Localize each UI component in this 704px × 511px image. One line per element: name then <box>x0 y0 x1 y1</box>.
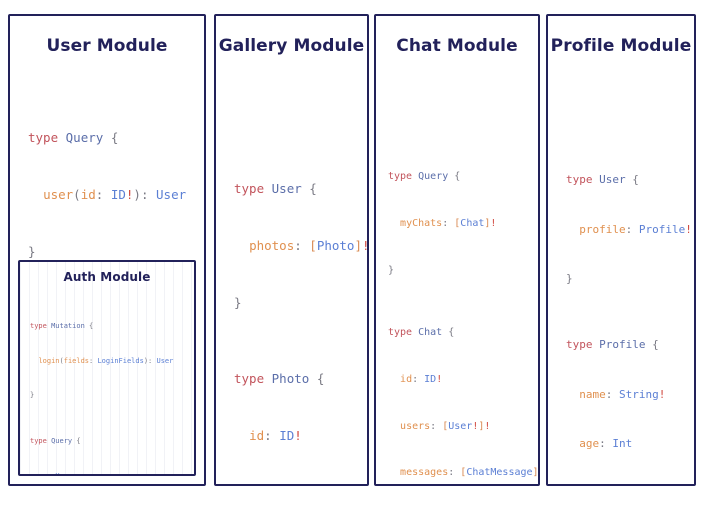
panel-chat-module-body: Chat Module type Query { myChats: [Chat]… <box>376 16 538 484</box>
code-block-chat-module: type Query { myChats: [Chat]! } type Cha… <box>388 171 539 479</box>
panel-user-module[interactable]: User Module type Query { user(id: ID!): … <box>8 14 206 486</box>
panel-profile-module[interactable]: Profile Module type User { profile: Prof… <box>546 14 696 486</box>
panel-title-profile-module: Profile Module <box>550 36 692 56</box>
code-block-profile-module: type User { profile: Profile! } type Pro… <box>566 173 692 450</box>
panel-title-auth-module: Auth Module <box>63 270 151 284</box>
code-block-gallery-module: type User { photos: [Photo]! } type Phot… <box>234 181 369 443</box>
panel-profile-module-body: Profile Module type User { profile: Prof… <box>548 16 694 484</box>
panel-gallery-module-body: Gallery Module type User { photos: [Phot… <box>216 16 367 484</box>
panel-chat-module[interactable]: Chat Module type Query { myChats: [Chat]… <box>374 14 540 486</box>
code-block-auth-module: type Mutation { login(fields: LoginField… <box>30 322 174 476</box>
panel-gallery-module[interactable]: Gallery Module type User { photos: [Phot… <box>214 14 369 486</box>
panel-title-user-module: User Module <box>46 36 168 56</box>
panel-auth-module-body: Auth Module type Mutation { login(fields… <box>20 262 194 474</box>
panel-title-gallery-module: Gallery Module <box>218 36 365 56</box>
panel-title-chat-module: Chat Module <box>396 36 518 56</box>
panel-auth-module[interactable]: Auth Module type Mutation { login(fields… <box>18 260 196 476</box>
